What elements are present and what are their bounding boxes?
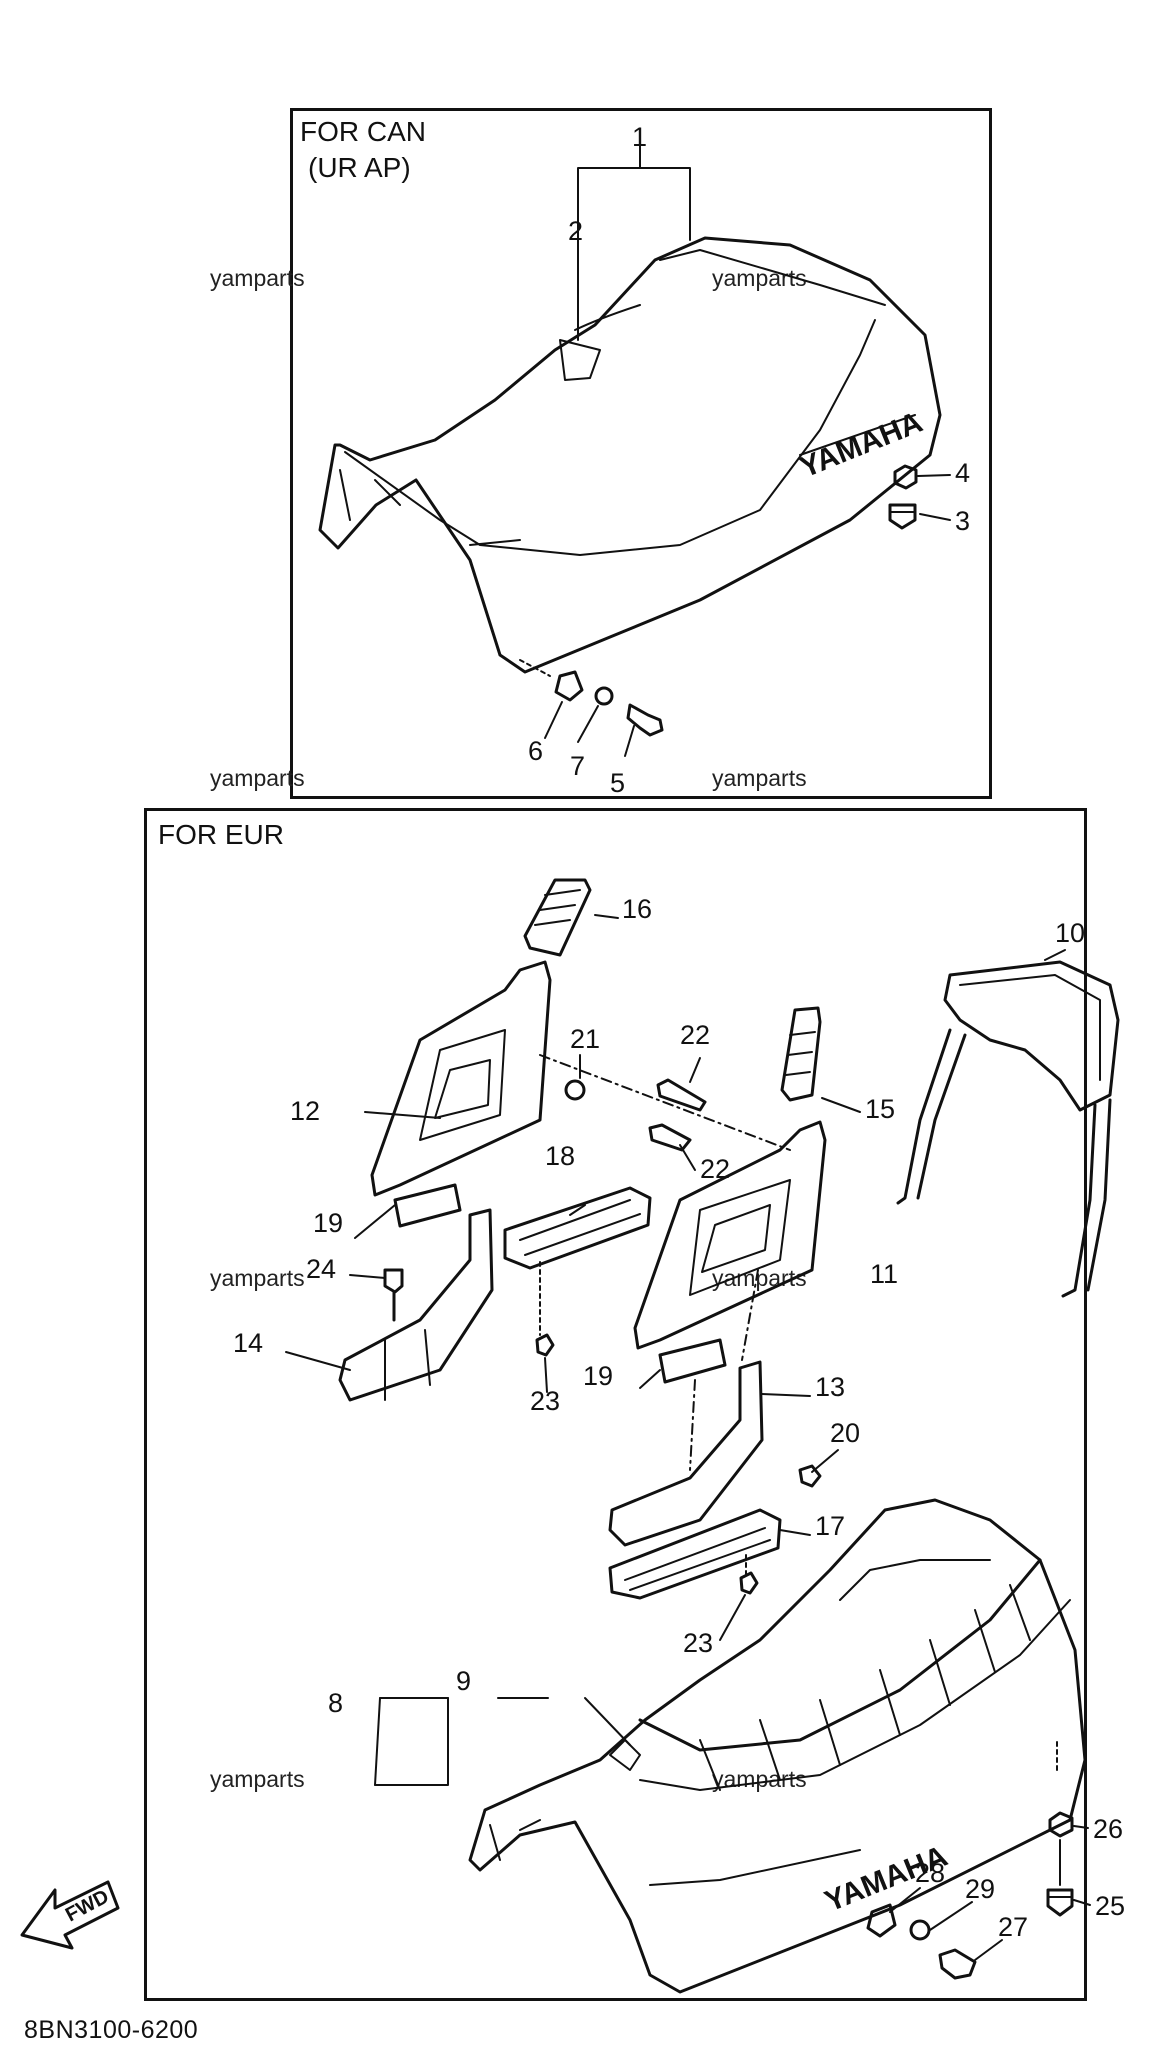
part-number-17: 17 <box>815 1511 845 1541</box>
part-number-4: 4 <box>955 458 970 488</box>
part-number-16: 16 <box>622 894 652 924</box>
bracket-12 <box>370 960 552 1197</box>
part-number-19: 19 <box>313 1208 343 1238</box>
bracket-28 <box>866 1903 897 1938</box>
part-number-22: 22 <box>680 1020 710 1050</box>
panel-can-subtitle: (UR AP) <box>308 152 411 183</box>
grommet-can-3 <box>888 503 917 530</box>
part-number-21: 21 <box>570 1024 600 1054</box>
part-number-5: 5 <box>610 768 625 798</box>
nut-26 <box>1048 1811 1074 1838</box>
seat-eur-drawing <box>468 1498 1087 1994</box>
seat-can-drawing <box>318 236 942 674</box>
bolt-22a <box>656 1078 707 1112</box>
watermark: yamparts <box>210 1766 305 1792</box>
handle-17 <box>608 1508 782 1600</box>
bolt-20 <box>798 1464 822 1488</box>
bolt-can-5 <box>626 703 664 737</box>
panel-for-can <box>290 108 992 799</box>
part-number-26: 26 <box>1093 1814 1123 1844</box>
washer-29 <box>909 1919 931 1941</box>
handle-18 <box>503 1186 652 1270</box>
part-number-23: 23 <box>683 1628 713 1658</box>
part-number-8: 8 <box>328 1688 343 1718</box>
part-number-11: 11 <box>870 1259 898 1289</box>
part-number-3: 3 <box>955 506 970 536</box>
watermark: yamparts <box>712 265 807 291</box>
bracket-can-6 <box>554 670 584 702</box>
watermark: yamparts <box>712 1265 807 1291</box>
part-number-20: 20 <box>830 1418 860 1448</box>
part-number-25: 25 <box>1095 1891 1125 1921</box>
part-number-14: 14 <box>233 1328 263 1358</box>
bolt-23b <box>739 1571 759 1595</box>
watermark: yamparts <box>210 1265 305 1291</box>
part-number-19: 19 <box>583 1361 613 1391</box>
part-number-27: 27 <box>998 1912 1028 1942</box>
grip-16 <box>523 878 592 957</box>
part-number-6: 6 <box>528 736 543 766</box>
part-number-29: 29 <box>965 1874 995 1904</box>
part-number-18: 18 <box>545 1141 575 1171</box>
plate-19b <box>658 1338 727 1384</box>
bracket-13 <box>608 1360 764 1547</box>
bolt-24 <box>383 1268 404 1322</box>
watermark: yamparts <box>712 765 807 791</box>
part-number-1: 1 <box>632 122 647 152</box>
leader-lines-can <box>544 139 951 757</box>
part-number-10: 10 <box>1055 918 1085 948</box>
leader-lines-eur <box>285 914 1091 1961</box>
part-number-15: 15 <box>865 1094 895 1124</box>
fwd-arrow-icon <box>20 1880 120 1950</box>
watermark: yamparts <box>210 265 305 291</box>
plate-19a <box>393 1183 462 1228</box>
diagram-code: 8BN3100-6200 <box>24 2016 199 2044</box>
bolt-21 <box>564 1079 586 1101</box>
part-number-24: 24 <box>306 1254 336 1284</box>
grip-15 <box>780 1006 822 1102</box>
part-number-12: 12 <box>290 1096 320 1126</box>
bracket-14 <box>338 1208 494 1402</box>
panel-for-eur <box>144 808 1087 2001</box>
panel-can-title: FOR CAN <box>300 116 426 147</box>
nut-can-4 <box>893 464 918 490</box>
alignment-lines <box>539 1054 791 1471</box>
washer-can-7 <box>594 686 614 706</box>
grommet-25 <box>1046 1888 1074 1917</box>
part-number-22: 22 <box>700 1154 730 1184</box>
part-number-28: 28 <box>915 1858 945 1888</box>
bolt-22b <box>648 1123 692 1152</box>
part-number-23: 23 <box>530 1386 560 1416</box>
part-number-13: 13 <box>815 1372 845 1402</box>
part-number-9: 9 <box>456 1666 471 1696</box>
panel-eur-title: FOR EUR <box>158 819 284 850</box>
bolt-27 <box>938 1948 977 1980</box>
bolt-23a <box>535 1333 555 1357</box>
watermark: yamparts <box>210 765 305 791</box>
backrest-10 <box>896 960 1120 1298</box>
bracket-11 <box>633 1120 827 1350</box>
part-number-2: 2 <box>568 216 583 246</box>
part-number-7: 7 <box>570 751 585 781</box>
